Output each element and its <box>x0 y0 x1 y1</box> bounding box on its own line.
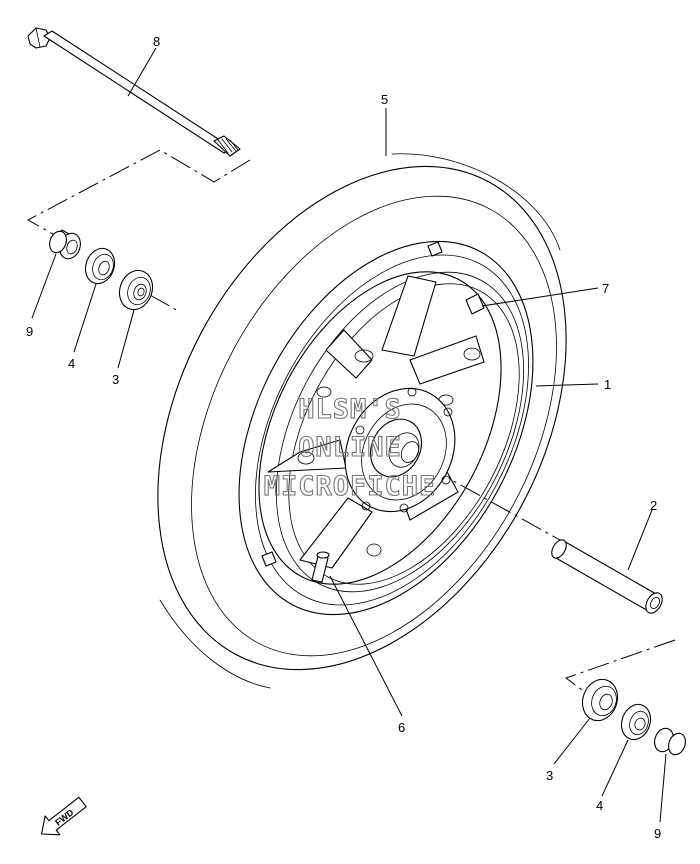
callout-7: 7 <box>602 281 609 296</box>
wheel-collar <box>551 539 663 614</box>
right-bearing-3 <box>581 678 619 722</box>
balance-weight <box>261 241 485 567</box>
callout-4-right: 4 <box>596 798 603 813</box>
watermark-line-2: ONLINE <box>298 432 402 463</box>
valve-stem <box>311 551 330 583</box>
wheel-hub <box>344 387 456 513</box>
right-collar-9 <box>654 727 686 756</box>
callout-9-left: 9 <box>26 324 33 339</box>
callout-1: 1 <box>604 377 611 392</box>
wheel-spokes <box>267 275 485 569</box>
forward-arrow-icon: FWD <box>40 796 87 836</box>
callout-3-left: 3 <box>112 372 119 387</box>
leader-lines <box>31 47 667 823</box>
right-oil-seal-4 <box>620 703 652 741</box>
callout-2: 2 <box>650 498 657 513</box>
callout-9-right: 9 <box>654 826 661 841</box>
front-axle <box>27 27 241 157</box>
left-collar-9 <box>49 229 81 260</box>
watermark-line-1: HLSM'S <box>298 394 402 425</box>
callout-4-left: 4 <box>68 356 75 371</box>
callout-6: 6 <box>398 720 405 735</box>
left-oil-seal-4 <box>84 247 116 285</box>
callout-labels: 8 5 7 1 2 6 9 4 3 3 4 9 <box>26 34 661 841</box>
callout-8: 8 <box>153 34 160 49</box>
watermark-line-3: MICROFICHE <box>264 471 437 502</box>
watermark: HLSM'S ONLINE MICROFICHE <box>263 393 437 502</box>
assembly-centerlines <box>26 149 676 691</box>
callout-5: 5 <box>381 92 388 107</box>
tire-and-wheel <box>157 153 567 689</box>
left-bearing-3 <box>118 269 154 311</box>
callout-3-right: 3 <box>546 768 553 783</box>
